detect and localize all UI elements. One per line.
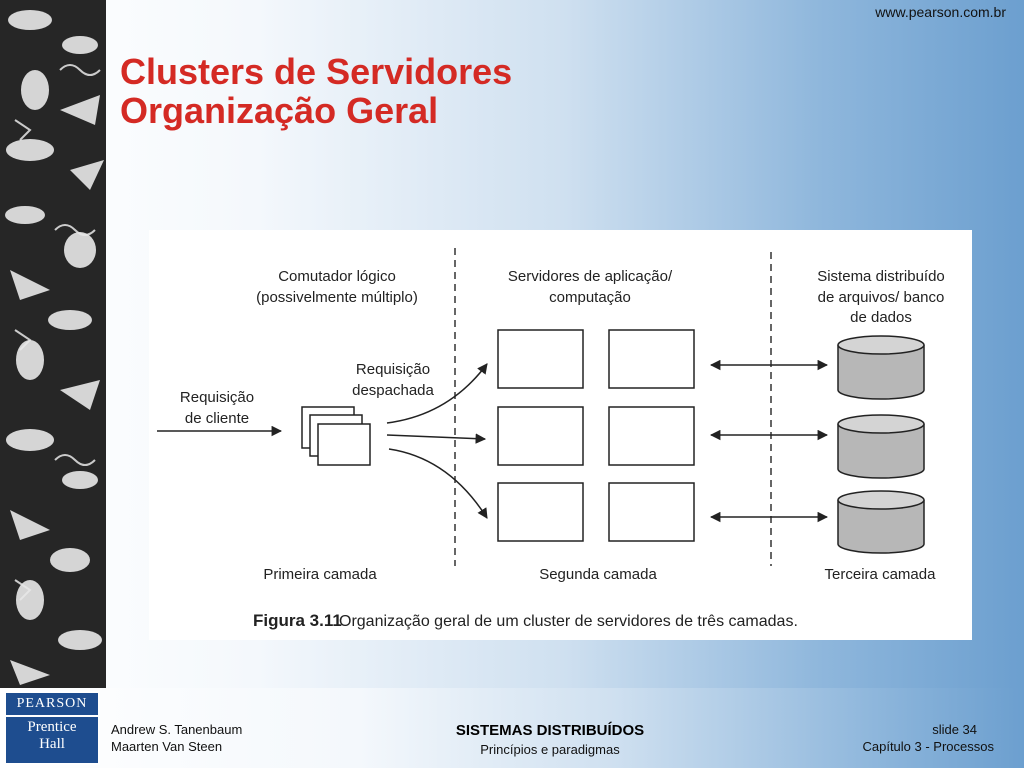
publisher-url[interactable]: www.pearson.com.br: [875, 4, 1006, 20]
slide-title: Clusters de Servidores Organização Geral: [120, 52, 512, 130]
logo-imprint: Prentice Hall: [6, 719, 98, 753]
storage-label-line3: de dados: [850, 309, 912, 326]
slide-title-line1: Clusters de Servidores: [120, 51, 513, 92]
author-line2: Maarten Van Steen: [111, 739, 223, 754]
dispatched-label-line1: Requisição: [356, 361, 430, 378]
footer-bar: [0, 688, 1024, 768]
switch-label-line1: Comutador lógico: [278, 268, 396, 285]
server-box: [497, 329, 584, 389]
author-block: Andrew S. Tanenbaum Maarten Van Steen: [111, 721, 242, 755]
logo-imprint-line2: Hall: [39, 736, 65, 752]
database-icon: [837, 335, 925, 400]
dispatch-arrow-middle: [386, 433, 487, 444]
storage-label-line1: Sistema distribuído: [817, 268, 945, 285]
dispatch-arrow-top: [386, 363, 488, 424]
cluster-diagram: Comutador lógico (possivelmente múltiplo…: [149, 230, 972, 640]
server-box: [608, 329, 695, 389]
dispatch-arrow-bottom: [388, 448, 488, 519]
logo-top-text: PEARSON: [6, 693, 98, 717]
client-request-line1: Requisição: [180, 389, 254, 406]
server-box: [497, 406, 584, 466]
slide-info: slide 34 Capítulo 3 - Processos: [862, 721, 994, 755]
course-title: SISTEMAS DISTRIBUÍDOS: [455, 722, 645, 739]
cluster-diagram-svg: Comutador lógico (possivelmente múltiplo…: [157, 248, 945, 630]
pearson-logo: PEARSON Prentice Hall: [4, 691, 100, 765]
tier2-label: Segunda camada: [539, 566, 657, 583]
database-icon: [837, 414, 925, 479]
slide-title-line2: Organização Geral: [120, 90, 439, 131]
logo-imprint-line1: Prentice: [27, 719, 77, 735]
switch-stack-icon: [301, 406, 371, 466]
server-box: [608, 406, 695, 466]
caption-figure-number: Figura 3.11: [253, 611, 342, 630]
server-box: [497, 482, 584, 542]
switch-label-line2: (possivelmente múltiplo): [256, 289, 418, 306]
caption-text: Organização geral de um cluster de servi…: [339, 613, 798, 630]
storage-label-line2: de arquivos/ banco: [818, 289, 945, 306]
chapter-label: Capítulo 3 - Processos: [862, 739, 994, 754]
dispatched-label-line2: despachada: [352, 382, 434, 399]
tier3-label: Terceira camada: [825, 566, 937, 583]
tier1-label: Primeira camada: [263, 566, 377, 583]
animal-silhouettes-icon: [5, 10, 104, 685]
database-icon: [837, 490, 925, 554]
server-box: [608, 482, 695, 542]
author-line1: Andrew S. Tanenbaum: [111, 722, 243, 737]
course-subtitle: Princípios e paradigmas: [480, 742, 620, 757]
client-request-line2: de cliente: [185, 410, 249, 427]
course-block: SISTEMAS DISTRIBUÍDOS Princípios e parad…: [400, 722, 700, 757]
slide-number: slide 34: [932, 722, 977, 737]
decorative-animal-strip: [0, 0, 106, 688]
servers-label-line2: computação: [549, 289, 631, 306]
servers-label-line1: Servidores de aplicação/: [508, 268, 673, 285]
